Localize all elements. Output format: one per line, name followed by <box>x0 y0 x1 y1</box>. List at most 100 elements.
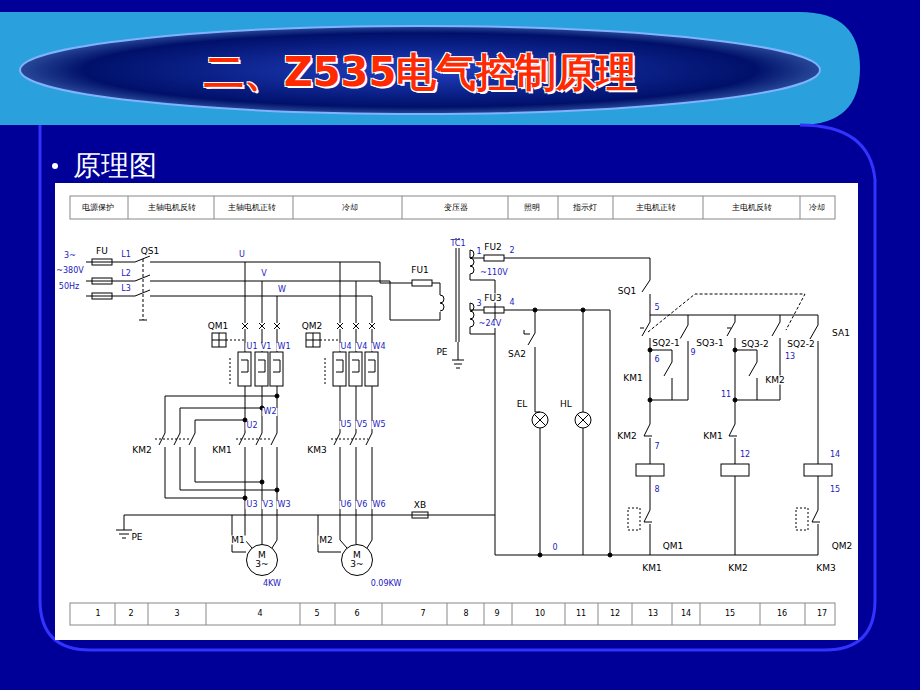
table-header: 变压器 <box>444 204 468 212</box>
component-label: 11 <box>720 391 732 399</box>
table-header: 照明 <box>524 204 540 212</box>
table-header: 主电机正转 <box>636 204 676 212</box>
component-label: FU2 <box>483 243 503 252</box>
component-label: U <box>238 251 246 259</box>
table-header: 冷却 <box>809 204 825 212</box>
component-label: L2 <box>120 270 132 278</box>
component-label: L3 <box>120 285 132 293</box>
component-label: V1 <box>260 343 273 351</box>
column-number: 1 <box>95 610 100 618</box>
component-label: EL <box>516 400 529 409</box>
component-label: KM2 <box>616 432 637 441</box>
column-number: 5 <box>314 610 319 618</box>
component-label: ~24V <box>478 320 502 328</box>
column-number: 10 <box>535 610 545 618</box>
motor-text: M <box>353 551 361 560</box>
component-label: 8 <box>653 486 660 494</box>
column-number: 8 <box>463 610 468 618</box>
column-number: 3 <box>174 610 179 618</box>
component-label: KM1 <box>622 374 643 383</box>
component-label: 2 <box>508 247 515 255</box>
table-header: 冷却 <box>342 204 358 212</box>
component-label: 3 <box>475 300 482 308</box>
component-label: TC1 <box>449 240 466 248</box>
component-label: QS1 <box>140 247 161 256</box>
component-label: XB <box>413 501 427 510</box>
component-label: KM2 <box>764 376 785 385</box>
column-number: 15 <box>725 610 735 618</box>
component-label: 9 <box>689 349 696 357</box>
component-label: 7 <box>653 443 660 451</box>
table-header: 主轴电机正转 <box>228 204 276 212</box>
component-label: KM1 <box>702 432 723 441</box>
column-number: 4 <box>257 610 262 618</box>
component-label: KM1 <box>211 446 232 455</box>
bullet-text: 原理图 <box>73 152 157 180</box>
component-label: SQ1 <box>617 287 638 296</box>
component-label: KM3 <box>306 446 327 455</box>
component-label: ~380V <box>55 267 84 275</box>
slide-title: 二、Z535电气控制原理 <box>204 45 637 100</box>
component-label: 50Hz <box>58 283 80 291</box>
column-number: 13 <box>648 610 658 618</box>
component-label: W6 <box>372 501 387 509</box>
component-label: U1 <box>246 343 259 351</box>
component-label: SQ3-2 <box>740 340 770 349</box>
component-label: HL <box>559 400 573 409</box>
component-label: W4 <box>372 343 387 351</box>
column-number: 17 <box>817 610 827 618</box>
component-label: 15 <box>829 486 841 494</box>
motor-symbol: M3~ <box>341 544 373 576</box>
component-label: SQ3-1 <box>695 339 725 348</box>
component-label: W3 <box>277 501 292 509</box>
component-label: 3~ <box>63 252 77 260</box>
column-number: 7 <box>420 610 425 618</box>
component-label: M2 <box>318 536 334 545</box>
component-label: FU <box>95 247 109 256</box>
component-label: KM2 <box>727 564 748 573</box>
component-label: W <box>277 286 287 294</box>
component-label: 5 <box>653 304 660 312</box>
component-label: KM1 <box>641 564 662 573</box>
component-label: W1 <box>277 343 292 351</box>
component-label: U2 <box>246 422 259 430</box>
table-header: 主电机反转 <box>732 204 772 212</box>
component-label: V5 <box>356 421 369 429</box>
component-label: V4 <box>356 343 369 351</box>
component-label: SA2 <box>507 350 527 359</box>
component-label: 0.09KW <box>370 580 403 588</box>
component-label: M1 <box>230 536 246 545</box>
component-label: V3 <box>262 501 275 509</box>
motor-text: M <box>258 551 266 560</box>
component-label: SQ2-1 <box>651 339 681 348</box>
component-label: 12 <box>739 451 751 459</box>
component-label: 0 <box>551 544 558 552</box>
component-label: U4 <box>340 343 353 351</box>
component-label: KM2 <box>131 446 152 455</box>
motor-text: 3~ <box>255 560 268 569</box>
component-label: U5 <box>340 421 353 429</box>
table-header: 电源保护 <box>82 204 114 212</box>
component-label: SQ2-2 <box>786 340 816 349</box>
component-label: L1 <box>120 251 132 259</box>
component-label: W5 <box>372 421 387 429</box>
component-label: PE <box>130 533 143 542</box>
table-header: 主轴电机反转 <box>148 204 196 212</box>
component-label: V <box>260 270 267 278</box>
component-label: KM3 <box>815 564 836 573</box>
motor-symbol: M3~ <box>246 544 278 576</box>
component-label: FU1 <box>410 266 430 275</box>
component-label: QM2 <box>831 542 854 551</box>
component-label: 4 <box>508 299 515 307</box>
column-number: 14 <box>681 610 691 618</box>
component-label: 13 <box>784 353 796 361</box>
component-label: U6 <box>340 501 353 509</box>
motor-text: 3~ <box>350 560 363 569</box>
column-number: 16 <box>777 610 787 618</box>
component-label: 14 <box>829 451 841 459</box>
column-number: 9 <box>494 610 499 618</box>
component-label: W2 <box>263 408 278 416</box>
column-number: 11 <box>576 610 586 618</box>
